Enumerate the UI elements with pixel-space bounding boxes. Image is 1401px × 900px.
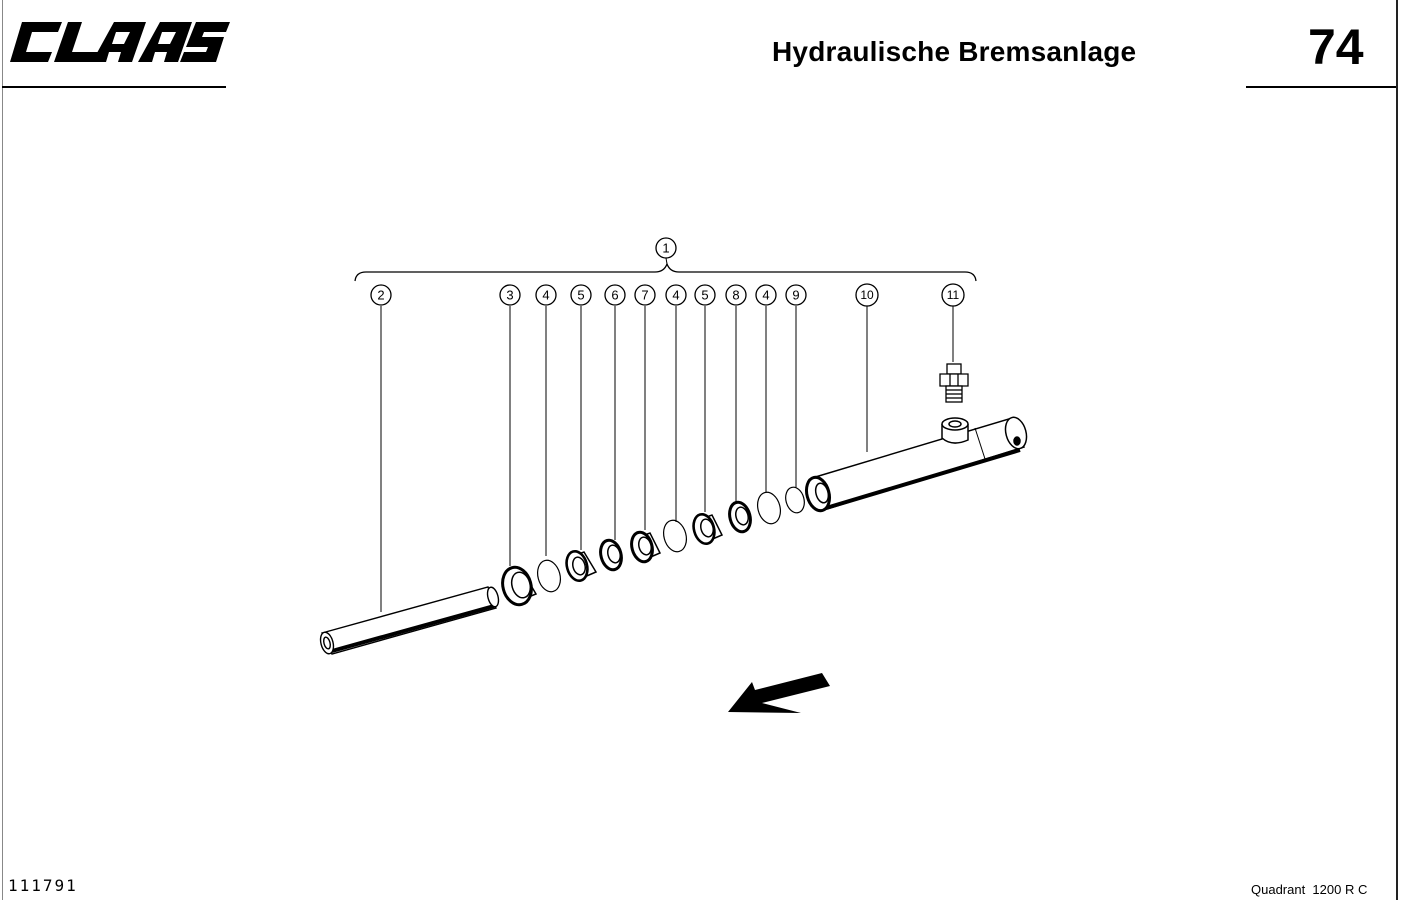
svg-text:4: 4 [762, 288, 769, 303]
callout-7: 7 [634, 284, 656, 306]
svg-text:4: 4 [672, 288, 679, 303]
svg-text:2: 2 [377, 288, 384, 303]
leader-lines [380, 257, 954, 612]
part-cylinder-housing [804, 416, 1028, 513]
svg-text:4: 4 [542, 288, 549, 303]
svg-text:6: 6 [611, 288, 618, 303]
svg-text:7: 7 [641, 288, 648, 303]
logo-underline [2, 86, 226, 88]
callout-9: 9 [785, 284, 807, 306]
page-number: 74 [1308, 19, 1364, 75]
claas-logo [10, 22, 230, 62]
callout-8: 8 [725, 284, 747, 306]
part-cup-ring [565, 549, 598, 583]
part-guide-bushing [501, 565, 538, 607]
callout-4: 4 [535, 284, 557, 306]
svg-text:8: 8 [732, 288, 739, 303]
callout-2: 2 [370, 284, 392, 306]
arrow-down-left-icon [728, 673, 830, 713]
title-underline [1246, 86, 1396, 88]
callout-4: 4 [665, 284, 687, 306]
callout-6: 6 [604, 284, 626, 306]
part-support-ring [630, 530, 662, 564]
part-o-ring [662, 519, 688, 553]
callout-5: 5 [694, 284, 716, 306]
svg-text:11: 11 [947, 288, 960, 302]
part-cup-ring [692, 512, 724, 546]
part-bleeder-fitting [939, 363, 969, 403]
part-spacer-ring [728, 500, 752, 534]
svg-text:1: 1 [662, 241, 669, 256]
document-number: 111791 [8, 876, 78, 895]
svg-text:9: 9 [792, 288, 799, 303]
page-border-right [1396, 0, 1398, 900]
svg-text:5: 5 [577, 288, 584, 303]
svg-text:3: 3 [506, 288, 513, 303]
page-border-left [2, 0, 3, 900]
part-piston-rod [319, 586, 500, 655]
svg-text:5: 5 [701, 288, 708, 303]
callout-10: 10 [855, 283, 879, 307]
callout-5: 5 [570, 284, 592, 306]
part-o-ring [536, 559, 562, 593]
part-seal-ring [785, 486, 805, 514]
part-o-ring [756, 491, 782, 525]
part-cup-seal [599, 538, 623, 572]
callout-4: 4 [755, 284, 777, 306]
callout-11: 11 [941, 283, 965, 307]
assembly-bracket [354, 262, 977, 282]
callout-3: 3 [499, 284, 521, 306]
callout-1: 1 [655, 237, 677, 259]
machine-model: Quadrant 1200 R C [1251, 882, 1368, 897]
page-title: Hydraulische Bremsanlage [772, 36, 1137, 67]
svg-text:10: 10 [860, 288, 874, 302]
